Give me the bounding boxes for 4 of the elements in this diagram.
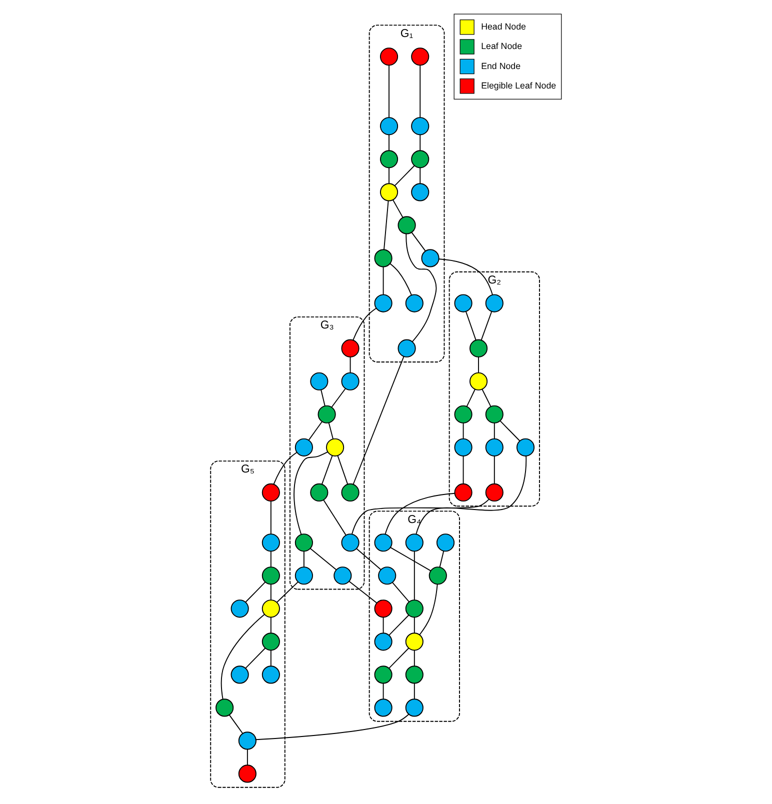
- legend-label: Leaf Node: [481, 41, 522, 52]
- legend-label: End Node: [481, 60, 521, 71]
- legend-label: Elegible Leaf Node: [481, 80, 556, 91]
- legend-label: Head Node: [481, 21, 526, 32]
